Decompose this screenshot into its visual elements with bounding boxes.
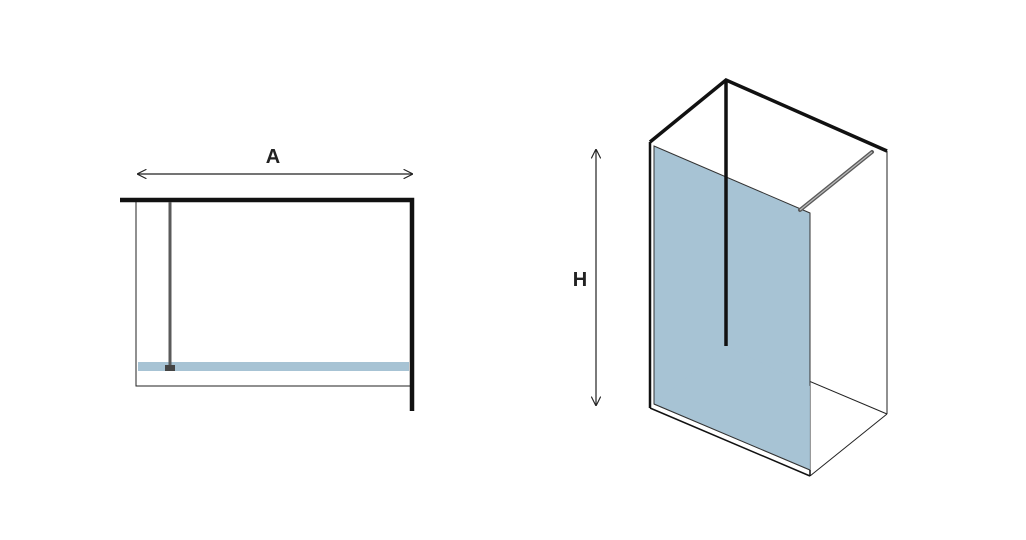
dimension-a-label: A bbox=[266, 146, 280, 168]
isometric-view: H bbox=[573, 77, 888, 477]
bottom-frame-inner bbox=[653, 403, 811, 471]
floor-glass bbox=[654, 346, 810, 470]
wall-top-outline bbox=[648, 77, 888, 153]
support-bar-foot bbox=[165, 365, 175, 371]
bottom-frame-outer bbox=[649, 407, 811, 477]
glass-panel-top-view bbox=[138, 362, 409, 371]
top-view: A bbox=[120, 146, 415, 411]
box-edge-floor-front bbox=[809, 413, 888, 477]
support-bar-highlight bbox=[799, 151, 873, 211]
wall-outline bbox=[120, 197, 415, 411]
tray-outline bbox=[135, 199, 413, 387]
dimension-h-label: H bbox=[573, 269, 587, 291]
